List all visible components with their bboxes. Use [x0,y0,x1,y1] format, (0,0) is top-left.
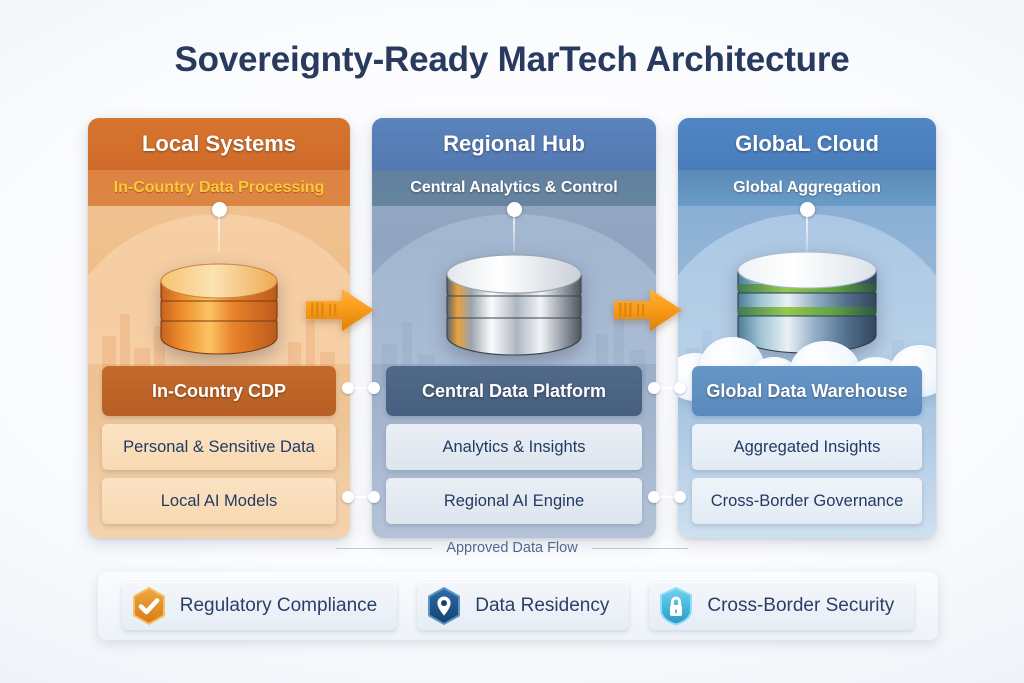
page-title: Sovereignty-Ready MarTech Architecture [174,40,850,79]
column-regional-hub[interactable]: Regional Hub Central Analytics & Control [372,118,656,538]
approved-data-flow: Approved Data Flow [0,540,1024,556]
column-global-cloud[interactable]: GlobaL Cloud Global Aggregation [678,118,936,538]
connector-stem [513,206,515,252]
connector-stem [806,206,808,252]
shield-location-pin-icon [425,586,463,626]
shield-lock-icon [657,586,695,626]
row-group-regional-hub: Central Data Platform Analytics & Insigh… [386,366,642,524]
row-local-ai-models[interactable]: Local AI Models [102,478,336,524]
row-aggregated-insights[interactable]: Aggregated Insights [692,424,922,470]
column-header-regional-hub: Regional Hub [372,118,656,170]
connector-dot [212,202,227,217]
row-cross-border-governance[interactable]: Cross-Border Governance [692,478,922,524]
column-subtitle-global-cloud: Global Aggregation [678,170,936,206]
flow-divider-right [591,547,688,549]
badge-cross-border-security[interactable]: Cross-Border Security [649,582,915,630]
badge-label: Cross-Border Security [707,595,895,616]
row-regional-ai-engine[interactable]: Regional AI Engine [386,478,642,524]
row-in-country-cdp[interactable]: In-Country CDP [102,366,336,416]
connector-cdp-to-platform [342,382,380,394]
flow-divider-left [336,547,433,549]
badge-regulatory-compliance[interactable]: Regulatory Compliance [121,582,398,630]
badge-bar: Regulatory Compliance Data Residency [98,572,938,640]
row-global-data-warehouse[interactable]: Global Data Warehouse [692,366,922,416]
row-central-data-platform[interactable]: Central Data Platform [386,366,642,416]
shield-check-icon [130,586,168,626]
row-group-local-systems: In-Country CDP Personal & Sensitive Data… [102,366,336,524]
connector-stem [218,206,220,252]
row-group-global-cloud: Global Data Warehouse Aggregated Insight… [692,366,922,524]
database-cylinder-silver [441,243,587,363]
right-arrow-icon [306,287,374,333]
badge-label: Regulatory Compliance [179,595,378,616]
connector-regional-ai-to-governance [648,491,686,503]
database-cylinder-cloud [732,240,882,358]
column-header-global-cloud: GlobaL Cloud [678,118,936,170]
connector-dot [800,202,815,217]
column-header-local-systems: Local Systems [88,118,350,170]
flow-label: Approved Data Flow [446,540,578,556]
column-subtitle-regional-hub: Central Analytics & Control [372,170,656,206]
badge-label: Data Residency [475,595,610,616]
row-analytics-insights[interactable]: Analytics & Insights [386,424,642,470]
column-subtitle-local-systems: In-Country Data Processing [88,170,350,206]
connector-platform-to-warehouse [648,382,686,394]
database-cylinder-orange [155,253,283,361]
connector-local-ai-to-regional-ai [342,491,380,503]
right-arrow-icon [614,287,682,333]
row-personal-sensitive-data[interactable]: Personal & Sensitive Data [102,424,336,470]
connector-dot [507,202,522,217]
badge-data-residency[interactable]: Data Residency [417,582,630,630]
column-local-systems[interactable]: Local Systems In-Country Data Processing [88,118,350,538]
